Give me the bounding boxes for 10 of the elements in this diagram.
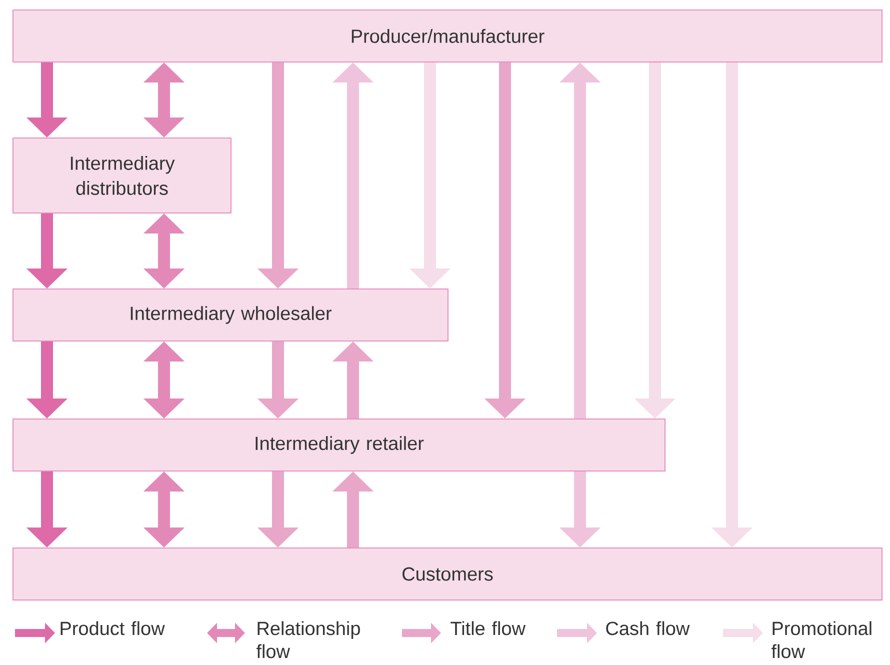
flow-box: Producer/manufacturer	[12, 10, 882, 62]
legend-label: Title flow	[450, 621, 526, 636]
legend-label: Promotional flow	[771, 621, 872, 658]
legend-label: Relationship flow	[256, 621, 360, 658]
flow-box: Intermediary distributors	[12, 138, 232, 214]
flow-box: Customers	[12, 548, 882, 600]
legend-label: Cash flow	[606, 621, 690, 636]
legend-label: Product flow	[60, 621, 165, 636]
flow-box: Intermediary wholesaler	[12, 288, 448, 342]
flow-box: Intermediary retailer	[12, 418, 666, 472]
